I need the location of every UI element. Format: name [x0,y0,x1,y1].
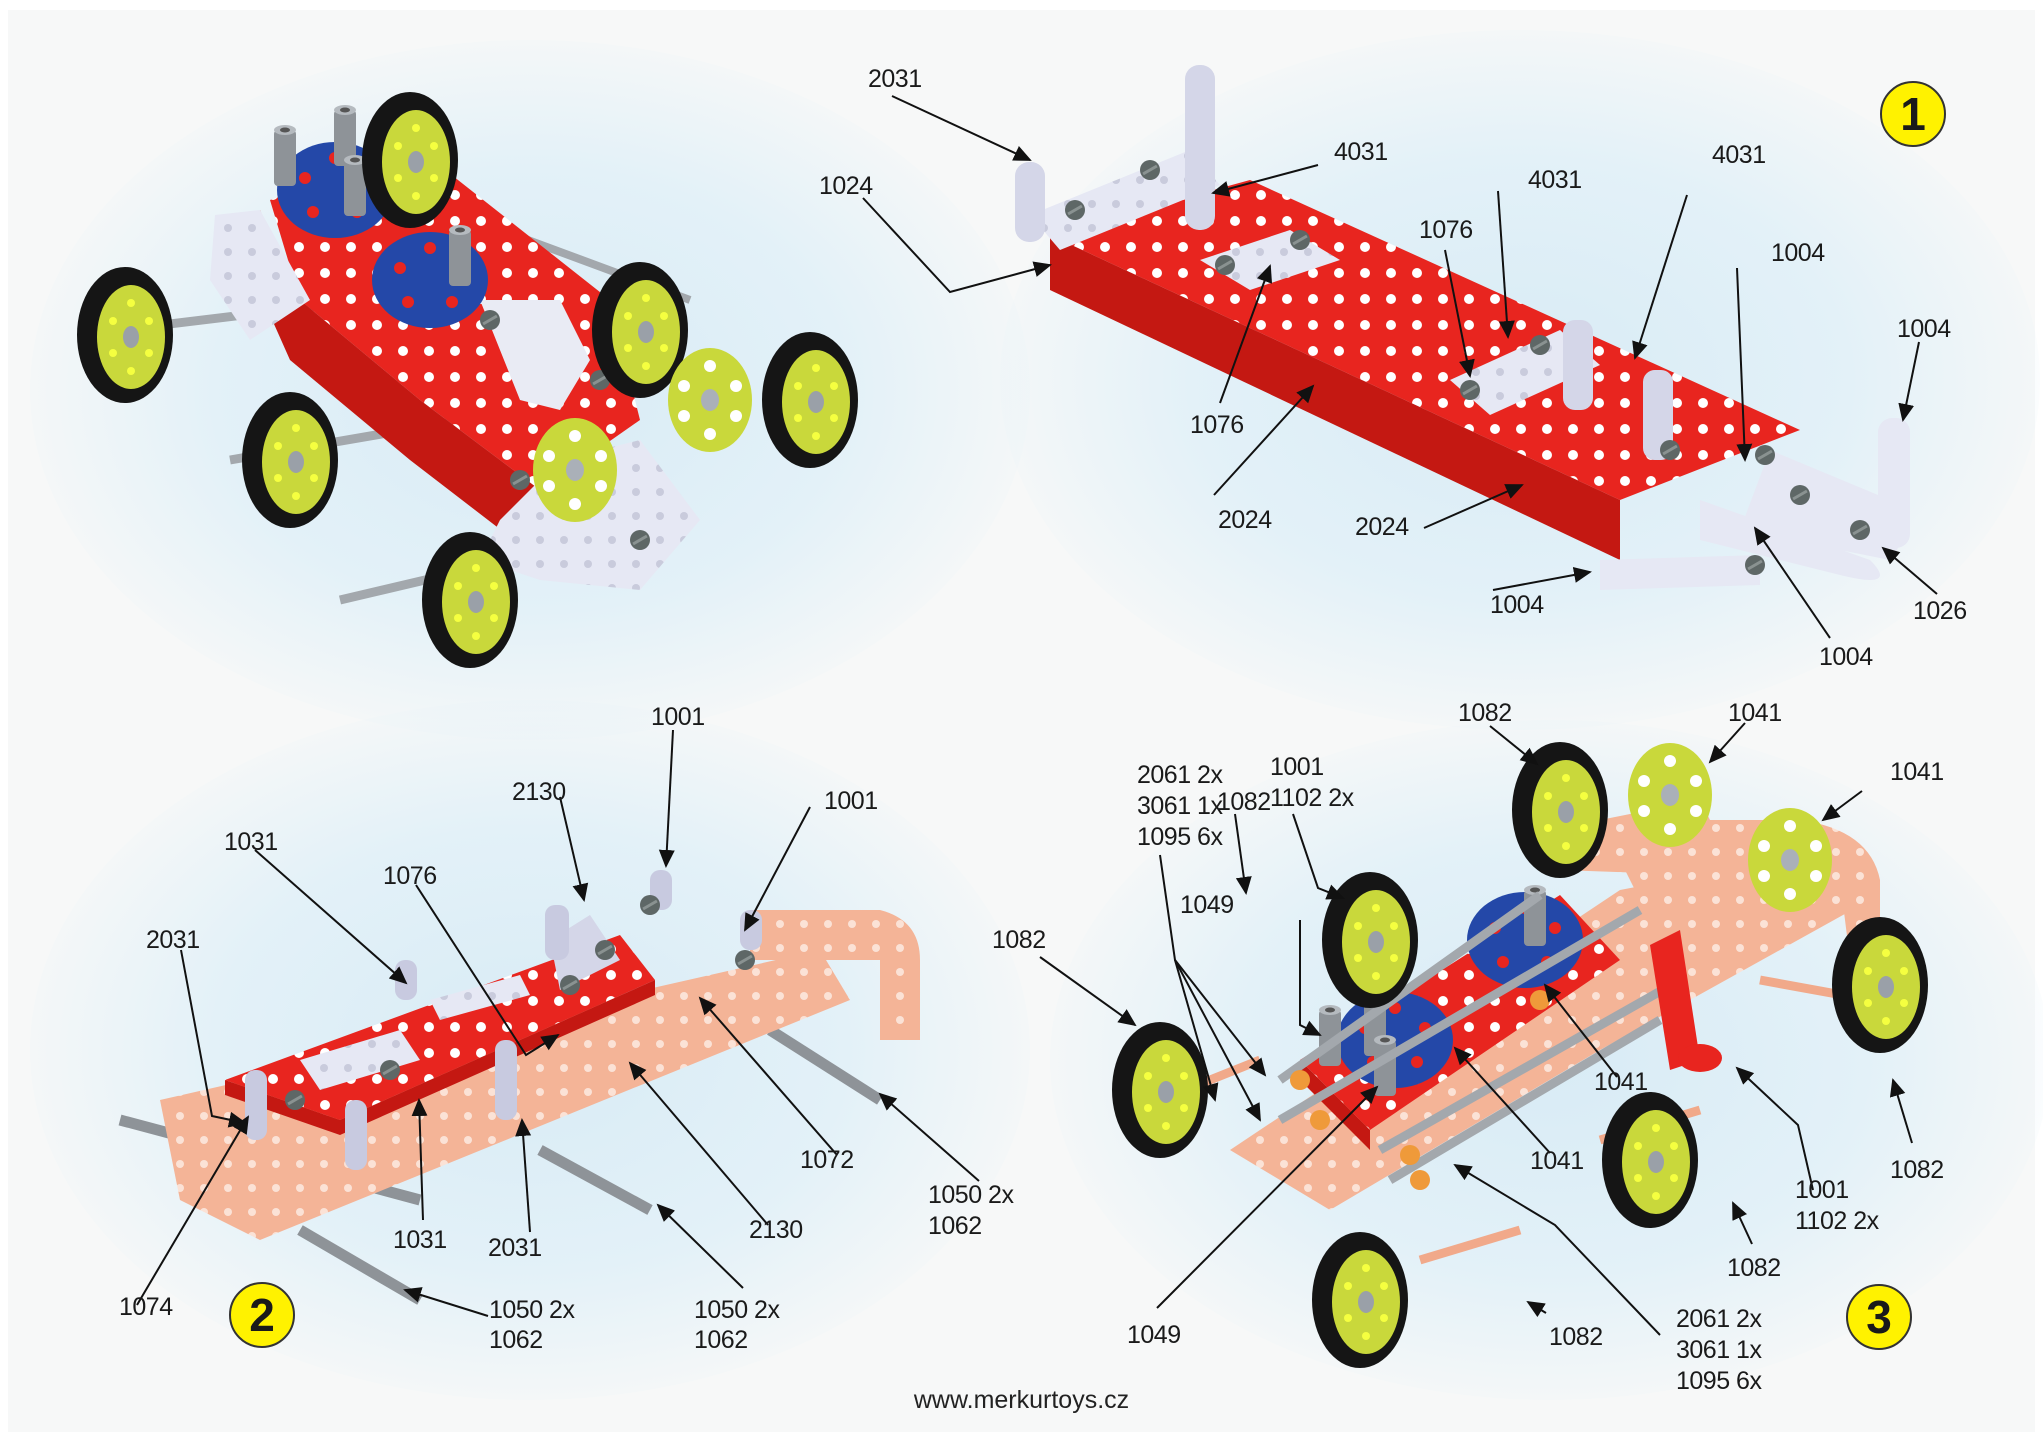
part-label: 1074 [119,1293,173,1321]
part-label: 1026 [1913,597,1967,625]
part-label: 1076 [1419,216,1473,244]
step-2-badge: 2 [229,1282,295,1348]
part-label: 1004 [1897,315,1951,343]
part-label: 1050 2x [489,1296,575,1324]
part-label: 1001 [1795,1176,1849,1204]
part-label: 1082 [1549,1323,1603,1351]
part-label: 1001 [651,703,705,731]
part-label: 1076 [383,862,437,890]
part-label: 4031 [1528,166,1582,194]
part-label: 3061 1x [1137,792,1223,820]
part-label: 2031 [868,65,922,93]
part-label: 1004 [1490,591,1544,619]
part-label: 1004 [1771,239,1825,267]
part-label: 1082 [1217,788,1271,816]
part-label: 2130 [749,1216,803,1244]
part-label: 2024 [1355,513,1409,541]
step-3-illustration [1112,742,1928,1368]
part-label: 1041 [1530,1147,1584,1175]
part-label: 1024 [819,172,873,200]
part-label: 1004 [1819,643,1873,671]
part-label: 1062 [928,1212,982,1240]
step-2-illustration [118,870,920,1305]
part-label: 1082 [1890,1156,1944,1184]
part-label: 2130 [512,778,566,806]
part-label: 1082 [1727,1254,1781,1282]
part-label: 4031 [1334,138,1388,166]
part-label: 2024 [1218,506,1272,534]
step-1-badge: 1 [1880,81,1946,147]
part-label: 1041 [1890,758,1944,786]
part-label: 1082 [992,926,1046,954]
part-label: 1102 2x [1795,1207,1879,1235]
part-label: 2061 2x [1137,761,1223,789]
part-label: 2031 [488,1234,542,1262]
part-label: 1076 [1190,411,1244,439]
part-label: 1050 2x [928,1181,1014,1209]
step-1-illustration [1015,65,1910,590]
part-label: 2061 2x [1676,1305,1762,1333]
part-label: 1095 6x [1137,823,1223,851]
leader-lines [136,95,1938,1336]
part-label: 1062 [489,1326,543,1354]
part-label: 1062 [694,1326,748,1354]
part-label: 1102 2x [1270,784,1354,812]
footer-website-link[interactable]: www.merkurtoys.cz [913,1386,1130,1414]
part-label: 3061 1x [1676,1336,1762,1364]
part-label: 1049 [1127,1321,1181,1349]
part-label: 1041 [1594,1068,1648,1096]
part-label: 1072 [800,1146,854,1174]
part-label: 2031 [146,926,200,954]
part-label: 1049 [1180,891,1234,919]
part-label: 1001 [824,787,878,815]
part-label: 1031 [224,828,278,856]
part-label: 1095 6x [1676,1367,1762,1395]
part-label: 4031 [1712,141,1766,169]
part-label: 1001 [1270,753,1324,781]
finished-model-illustration [77,92,858,668]
step-3-badge: 3 [1846,1284,1912,1350]
part-label: 1082 [1458,699,1512,727]
part-label: 1031 [393,1226,447,1254]
part-label: 1041 [1728,699,1782,727]
part-label: 1050 2x [694,1296,780,1324]
